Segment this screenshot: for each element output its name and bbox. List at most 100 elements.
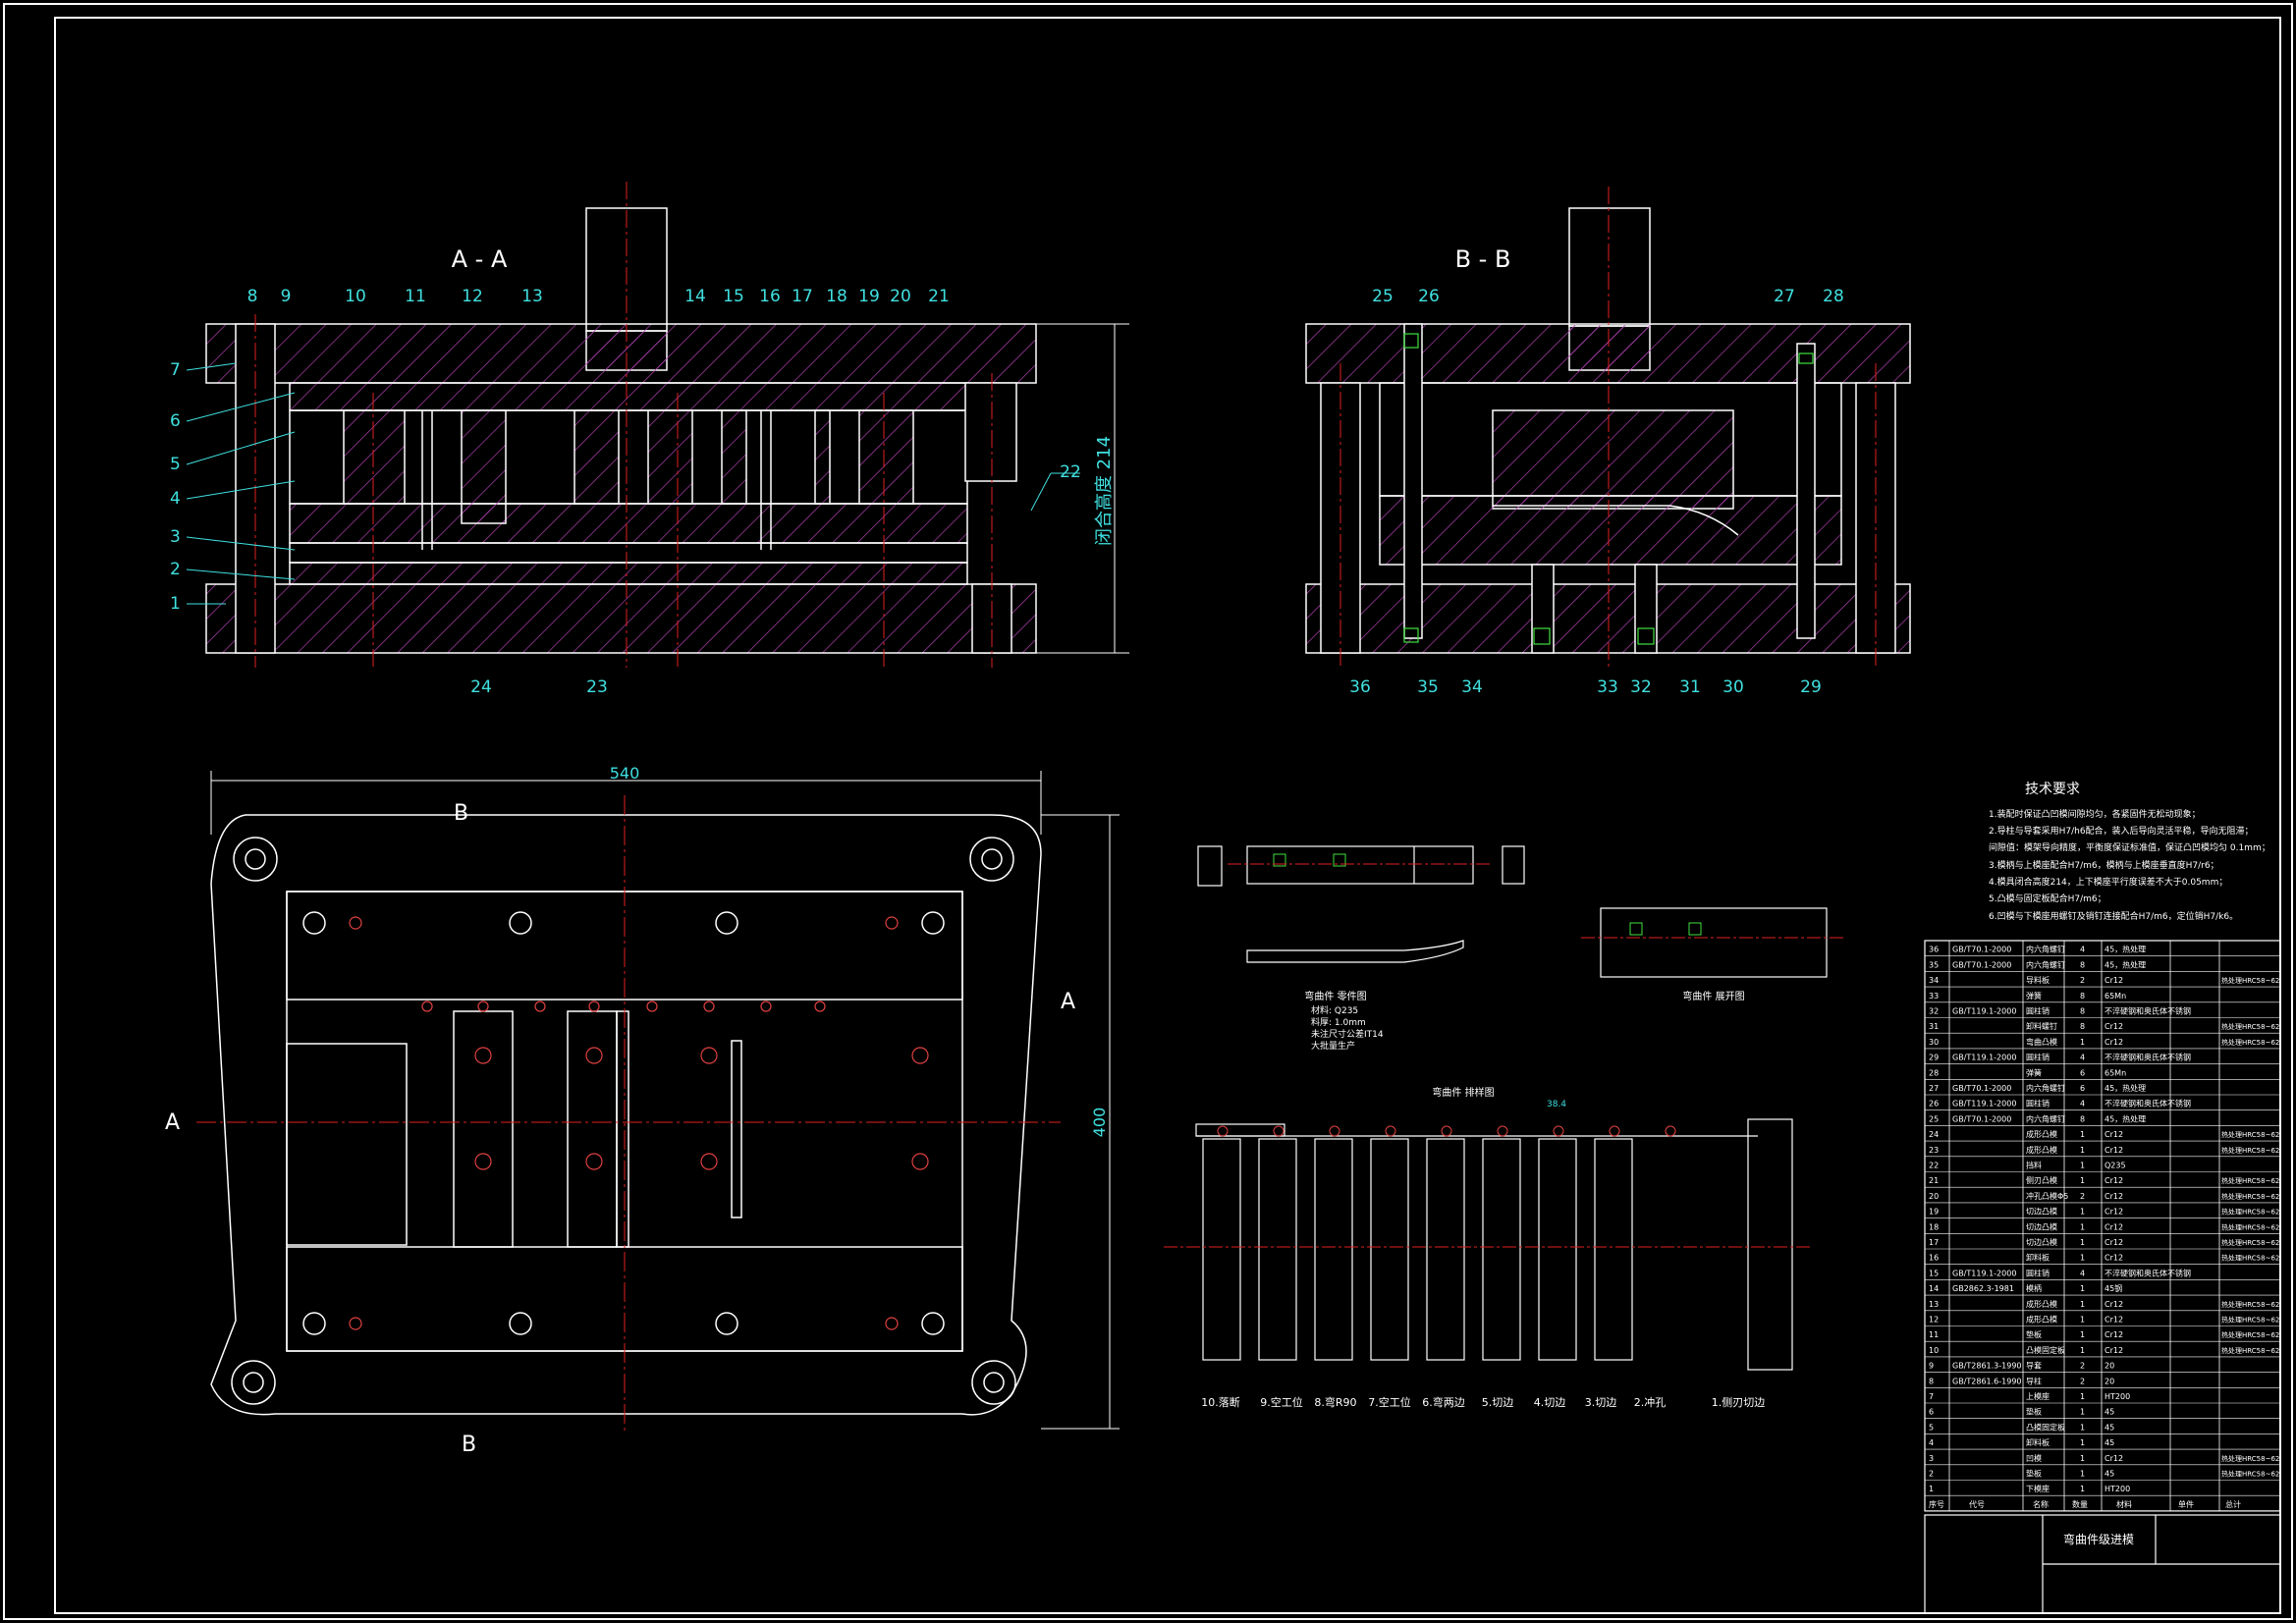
bom-cell: GB/T70.1-2000 <box>1952 946 2011 954</box>
strip-station-label: 8.弯R90 <box>1314 1395 1356 1409</box>
callout-label: 24 <box>470 677 492 697</box>
bom-cell: Cr12 <box>2105 1316 2123 1325</box>
bom-cell: 导套 <box>2026 1361 2042 1371</box>
callout-label: 25 <box>1372 287 1394 306</box>
callout-label: 7 <box>170 360 181 380</box>
section-marker-a-right: A <box>1061 990 1075 1014</box>
bom-cell: 内六角螺钉 <box>2026 959 2065 969</box>
title-block <box>1924 1514 2281 1614</box>
bom-cell: 热处理HRC58~62 <box>2221 1208 2279 1217</box>
plan-dimensions <box>210 771 1120 1430</box>
bom-cell: 垫板 <box>2026 1329 2042 1339</box>
tech-requirement-item: 间隙值：模架导向精度，平衡度保证标准值，保证凸凹模均匀 0.1mm； <box>1989 841 2270 853</box>
bom-cell: 8 <box>1929 1377 1934 1385</box>
bom-cell: 20 <box>2105 1362 2114 1371</box>
bom-cell: GB/T119.1-2000 <box>1952 1100 2016 1109</box>
bom-cell: 32 <box>1929 1007 1939 1016</box>
bom-cell: Cr12 <box>2105 976 2123 985</box>
bom-cell: 热处理HRC58~62 <box>2221 976 2279 985</box>
bom-header-cell: 总计 <box>2225 1499 2241 1509</box>
bom-cell: 1 <box>2080 1408 2085 1417</box>
callout-label: 11 <box>405 287 426 306</box>
bom-cell: Cr12 <box>2105 1038 2123 1047</box>
callout-label: 35 <box>1417 677 1439 697</box>
bom-cell: 4 <box>2080 1100 2085 1109</box>
bom-cell: 热处理HRC58~62 <box>2221 1192 2279 1201</box>
bom-cell: Cr12 <box>2105 1330 2123 1339</box>
bb-callouts-top: 25 26 27 28 <box>1372 287 1844 306</box>
part-drawing <box>1197 845 1828 978</box>
part-drawing-caption: 弯曲件 零件图 <box>1304 990 1366 1002</box>
blank-drawing-caption: 弯曲件 展开图 <box>1682 990 1744 1002</box>
callout-label: 29 <box>1800 677 1822 697</box>
bom-cell: 热处理HRC58~62 <box>2221 1130 2279 1139</box>
bom-cell: 凸模固定板 <box>2026 1422 2065 1432</box>
strip-station-label: 6.弯两边 <box>1422 1395 1465 1409</box>
bom-frame <box>1924 940 2281 1512</box>
bom-cell: 冲孔凸模Φ5 <box>2026 1191 2068 1201</box>
bom-cell: 热处理HRC58~62 <box>2221 1316 2279 1325</box>
bom-cell: 1 <box>2080 1254 2085 1263</box>
bom-cell: 切边凸模 <box>2026 1221 2057 1231</box>
callout-label: 17 <box>792 287 813 306</box>
bom-cell: 卸料板 <box>2026 1253 2050 1263</box>
bom-cell: 2 <box>2080 1377 2085 1385</box>
bom-cell: 1 <box>2080 1130 2085 1139</box>
strip-pitch-label: 38.4 <box>1547 1100 1566 1109</box>
plan-view <box>210 814 1042 1416</box>
view-aa-title: A - A <box>452 245 508 273</box>
bom-cell: 圆柱销 <box>2026 1268 2050 1277</box>
bom-cell: 导柱 <box>2026 1376 2042 1385</box>
strip-station-label: 7.空工位 <box>1368 1395 1411 1409</box>
bom-cell: 不淬硬钢和奥氏体不锈钢 <box>2105 1006 2191 1016</box>
callout-label: 1 <box>170 594 181 614</box>
bom-cell: 凸模固定板 <box>2026 1345 2065 1355</box>
bom-cell: Cr12 <box>2105 1146 2123 1155</box>
tech-requirement-item: 6.凹模与下模座用螺钉及销钉连接配合H7/m6，定位销H7/k6。 <box>1989 910 2238 922</box>
bom-cell: Cr12 <box>2105 1192 2123 1201</box>
bom-cell: 18 <box>1929 1222 1939 1231</box>
bom-cell: 65Mn <box>2105 1068 2126 1077</box>
bom-cell: 1 <box>2080 1392 2085 1401</box>
bom-cell: 1 <box>2080 1238 2085 1247</box>
bom-cell: 1 <box>2080 1146 2085 1155</box>
bom-cell: 圆柱销 <box>2026 1006 2050 1016</box>
bom-cell: 卸料板 <box>2026 1437 2050 1447</box>
bom-cell: 成形凸模 <box>2026 1299 2057 1309</box>
strip-station-label: 5.切边 <box>1482 1396 1514 1409</box>
bom-cell: 圆柱销 <box>2026 1099 2050 1109</box>
aa-height-dimension <box>1036 323 1129 654</box>
bom-cell: GB/T119.1-2000 <box>1952 1269 2016 1277</box>
closed-height-label: 闭合高度 214 <box>1094 436 1115 546</box>
bom-cell: 热处理HRC58~62 <box>2221 1022 2279 1031</box>
callout-label: 32 <box>1630 677 1652 697</box>
bom-cell: 8 <box>2080 1114 2085 1123</box>
bom-cell: Cr12 <box>2105 1454 2123 1463</box>
callout-label: 33 <box>1597 677 1618 697</box>
tech-requirements-list: 1.装配时保证凸凹模间隙均匀，各紧固件无松动现象； 2.导柱与导套采用H7/h6… <box>1989 808 2270 922</box>
bb-centerlines <box>1339 187 1877 668</box>
bom-cell: 45，热处理 <box>2105 945 2146 954</box>
tech-requirement-item: 2.导柱与导套采用H7/h6配合，装入后导向灵活平稳，导向无阻滞； <box>1989 825 2254 837</box>
strip-pilot-holes <box>1217 1125 1676 1137</box>
part-note: 料厚: 1.0mm <box>1311 1016 1366 1028</box>
bom-cell: 1 <box>2080 1316 2085 1325</box>
bom-cell: 6 <box>1929 1408 1934 1417</box>
bom-cell: 28 <box>1929 1068 1939 1077</box>
bom-cell: Cr12 <box>2105 1208 2123 1217</box>
bom-cell: 上模座 <box>2026 1391 2050 1401</box>
bom-header-cell: 数量 <box>2072 1499 2088 1509</box>
bb-callouts-bottom: 36 35 34 33 32 31 30 29 <box>1349 677 1822 697</box>
callout-label: 9 <box>281 287 292 306</box>
bom-cell: 2 <box>2080 1192 2085 1201</box>
bom-cell: 不淬硬钢和奥氏体不锈钢 <box>2105 1099 2191 1109</box>
bom-cell: 36 <box>1929 946 1939 954</box>
bom-cell: 1 <box>2080 1438 2085 1447</box>
strip-station-label: 3.切边 <box>1585 1396 1617 1409</box>
bom-cell: 内六角螺钉 <box>2026 1113 2065 1123</box>
callout-label: 27 <box>1774 287 1795 306</box>
aa-callouts-top: 8 9 10 11 12 13 14 15 16 17 18 19 20 21 <box>247 287 950 306</box>
aa-centerlines <box>254 182 993 668</box>
bom-cell: 33 <box>1929 992 1939 1001</box>
bom-cell: 19 <box>1929 1208 1939 1217</box>
